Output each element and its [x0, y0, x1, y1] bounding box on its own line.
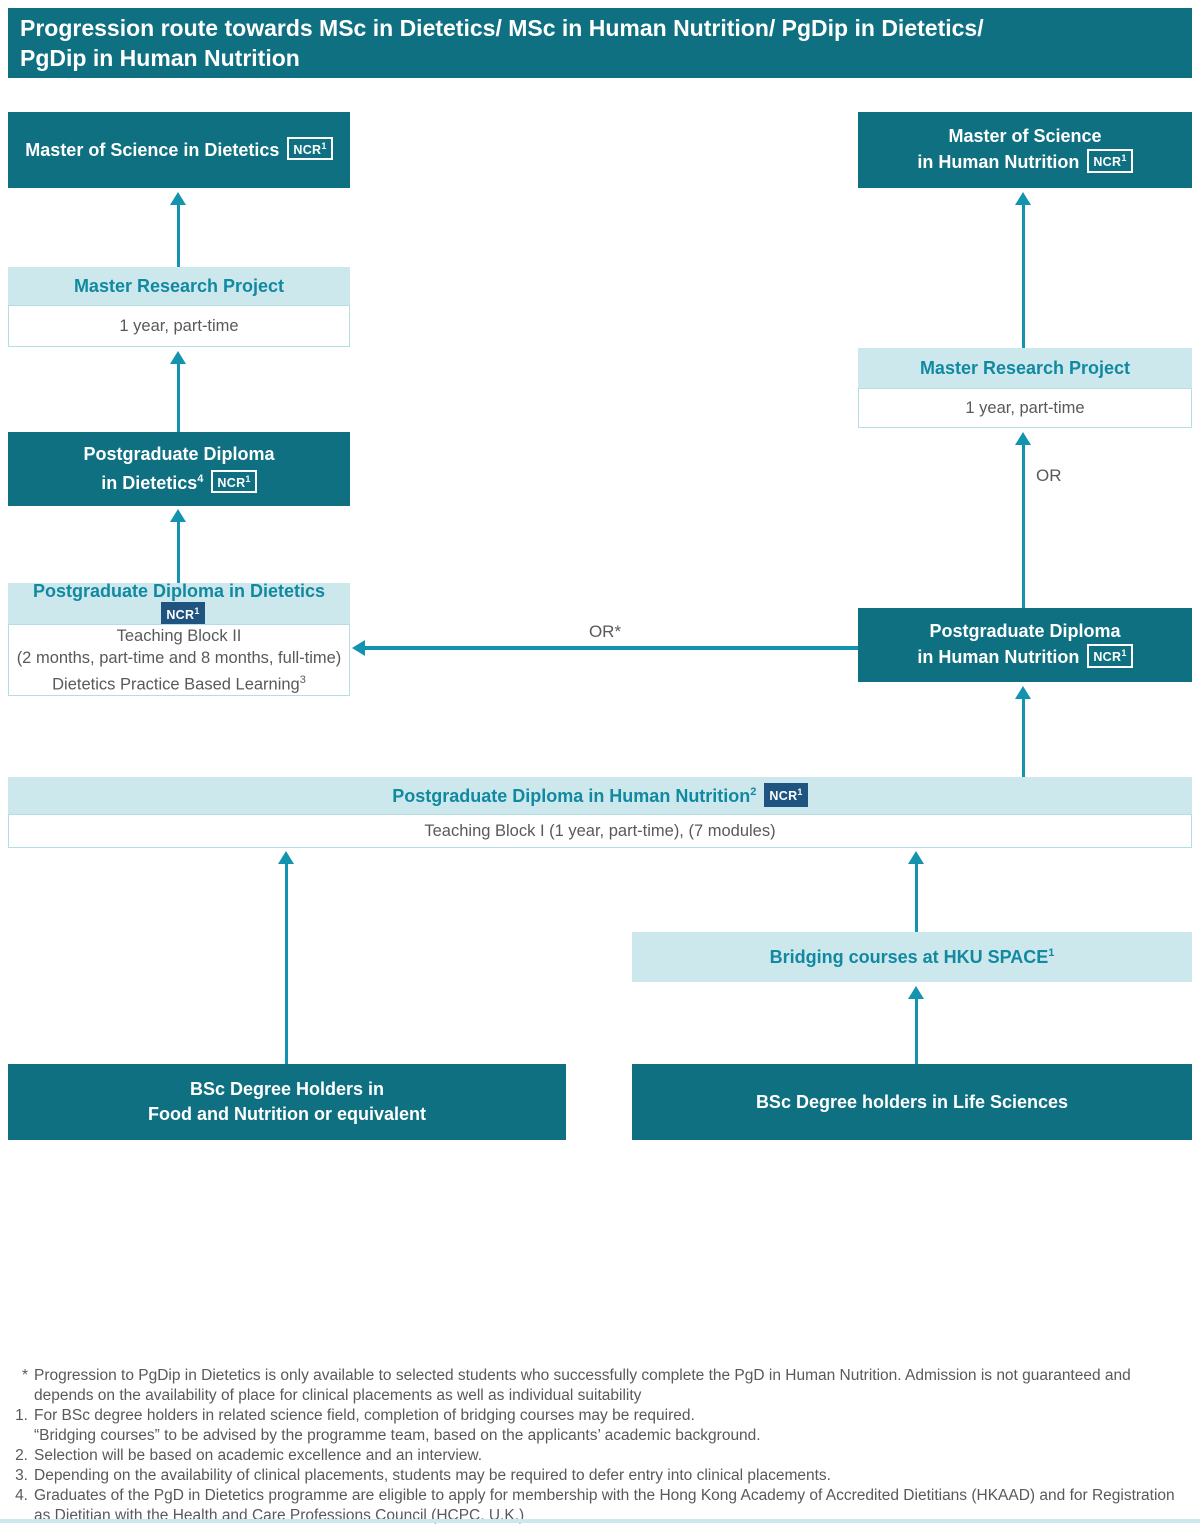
- bridging-label: Bridging courses at HKU SPACE1: [769, 946, 1055, 967]
- box-mrp-right-header: Master Research Project: [858, 348, 1192, 388]
- pgdip-dietetics-dark-line1: Postgraduate Diploma: [83, 444, 275, 464]
- footnote-3: 3. Depending on the availability of clin…: [15, 1467, 831, 1484]
- box-pgdip-dietetics-light-header: Postgraduate Diploma in DieteticsNCR1: [8, 581, 350, 626]
- pgdip-hn-line1: Postgraduate Diploma: [929, 621, 1121, 642]
- mrp-right-title: Master Research Project: [919, 357, 1131, 378]
- arrow-pgdipdark-to-mrp-left: [170, 351, 186, 432]
- bsc-food-line2: Food and Nutrition or equivalent: [148, 1104, 426, 1124]
- box-pgd-hn-wide-header: Postgraduate Diploma in Human Nutrition2…: [8, 777, 1192, 814]
- pgdip-dietetics-light-title: Postgraduate Diploma in DieteticsNCR1: [8, 581, 350, 626]
- box-bsc-food-nutrition: BSc Degree Holders in Food and Nutrition…: [8, 1064, 566, 1140]
- bsc-life-label: BSc Degree holders in Life Sciences: [755, 1091, 1069, 1112]
- ncr-badge: NCR1: [764, 783, 808, 807]
- ncr-badge: NCR1: [211, 469, 257, 493]
- page-title: Progression route towards MSc in Dieteti…: [8, 8, 1192, 78]
- or-star-label: OR*: [588, 622, 622, 641]
- bsc-food-line1: BSc Degree Holders in: [189, 1079, 385, 1099]
- box-pgd-hn-wide-sub: Teaching Block I (1 year, part-time), (7…: [8, 814, 1192, 848]
- arrow-bsclife-to-bridging: [908, 986, 924, 1064]
- bottom-divider: [0, 1519, 1200, 1523]
- mrp-left-title: Master Research Project: [73, 275, 285, 296]
- arrow-mrp-to-msc-hn: [1015, 192, 1031, 348]
- pgd-hn-wide-title: Postgraduate Diploma in Human Nutrition2…: [392, 783, 808, 807]
- msc-hn-line1: Master of Science: [948, 126, 1102, 147]
- teaching-block2-line3: Dietetics Practice Based Learning3: [52, 673, 306, 694]
- arrow-wide-to-pgdiphn: [1015, 686, 1031, 777]
- page-title-line2: PgDip in Human Nutrition: [20, 45, 300, 71]
- ncr-badge: NCR1: [161, 601, 205, 626]
- box-mrp-left-header: Master Research Project: [8, 267, 350, 305]
- arrow-bridging-to-wide: [908, 851, 924, 932]
- page-title-line1: Progression route towards MSc in Dieteti…: [20, 15, 984, 41]
- ncr-badge: NCR1: [1087, 149, 1133, 173]
- ncr-badge: NCR1: [1087, 644, 1133, 668]
- box-pgdip-dietetics-light-sub: Teaching Block II (2 months, part-time a…: [8, 624, 350, 696]
- footnote-2: 2. Selection will be based on academic e…: [15, 1447, 483, 1464]
- arrow-bscfood-to-wide: [278, 851, 294, 1064]
- footnote-star: * Progression to PgDip in Dietetics is o…: [21, 1367, 1131, 1404]
- ncr-badge: NCR1: [287, 136, 333, 161]
- teaching-block2-line1: Teaching Block II: [116, 626, 242, 645]
- arrow-pgdiphn-to-teachingblock2: [352, 640, 858, 656]
- footnotes: * Progression to PgDip in Dietetics is o…: [8, 1366, 1196, 1525]
- box-mrp-left-duration: 1 year, part-time: [8, 305, 350, 347]
- arrow-mrp-to-msc-dietetics: [170, 192, 186, 267]
- box-bridging-courses: Bridging courses at HKU SPACE1: [632, 932, 1192, 982]
- or-label-right: OR: [1036, 466, 1062, 485]
- box-mrp-right-duration: 1 year, part-time: [858, 388, 1192, 428]
- box-bsc-life-sciences: BSc Degree holders in Life Sciences: [632, 1064, 1192, 1140]
- footnote-1: 1. For BSc degree holders in related sci…: [15, 1407, 761, 1444]
- arrow-pgdiphn-to-mrp-right: [1015, 432, 1031, 608]
- teaching-block1-label: Teaching Block I (1 year, part-time), (7…: [424, 822, 776, 840]
- arrow-pgdiplight-to-pgdipdark: [170, 509, 186, 583]
- teaching-block2-line2: (2 months, part-time and 8 months, full-…: [16, 648, 342, 667]
